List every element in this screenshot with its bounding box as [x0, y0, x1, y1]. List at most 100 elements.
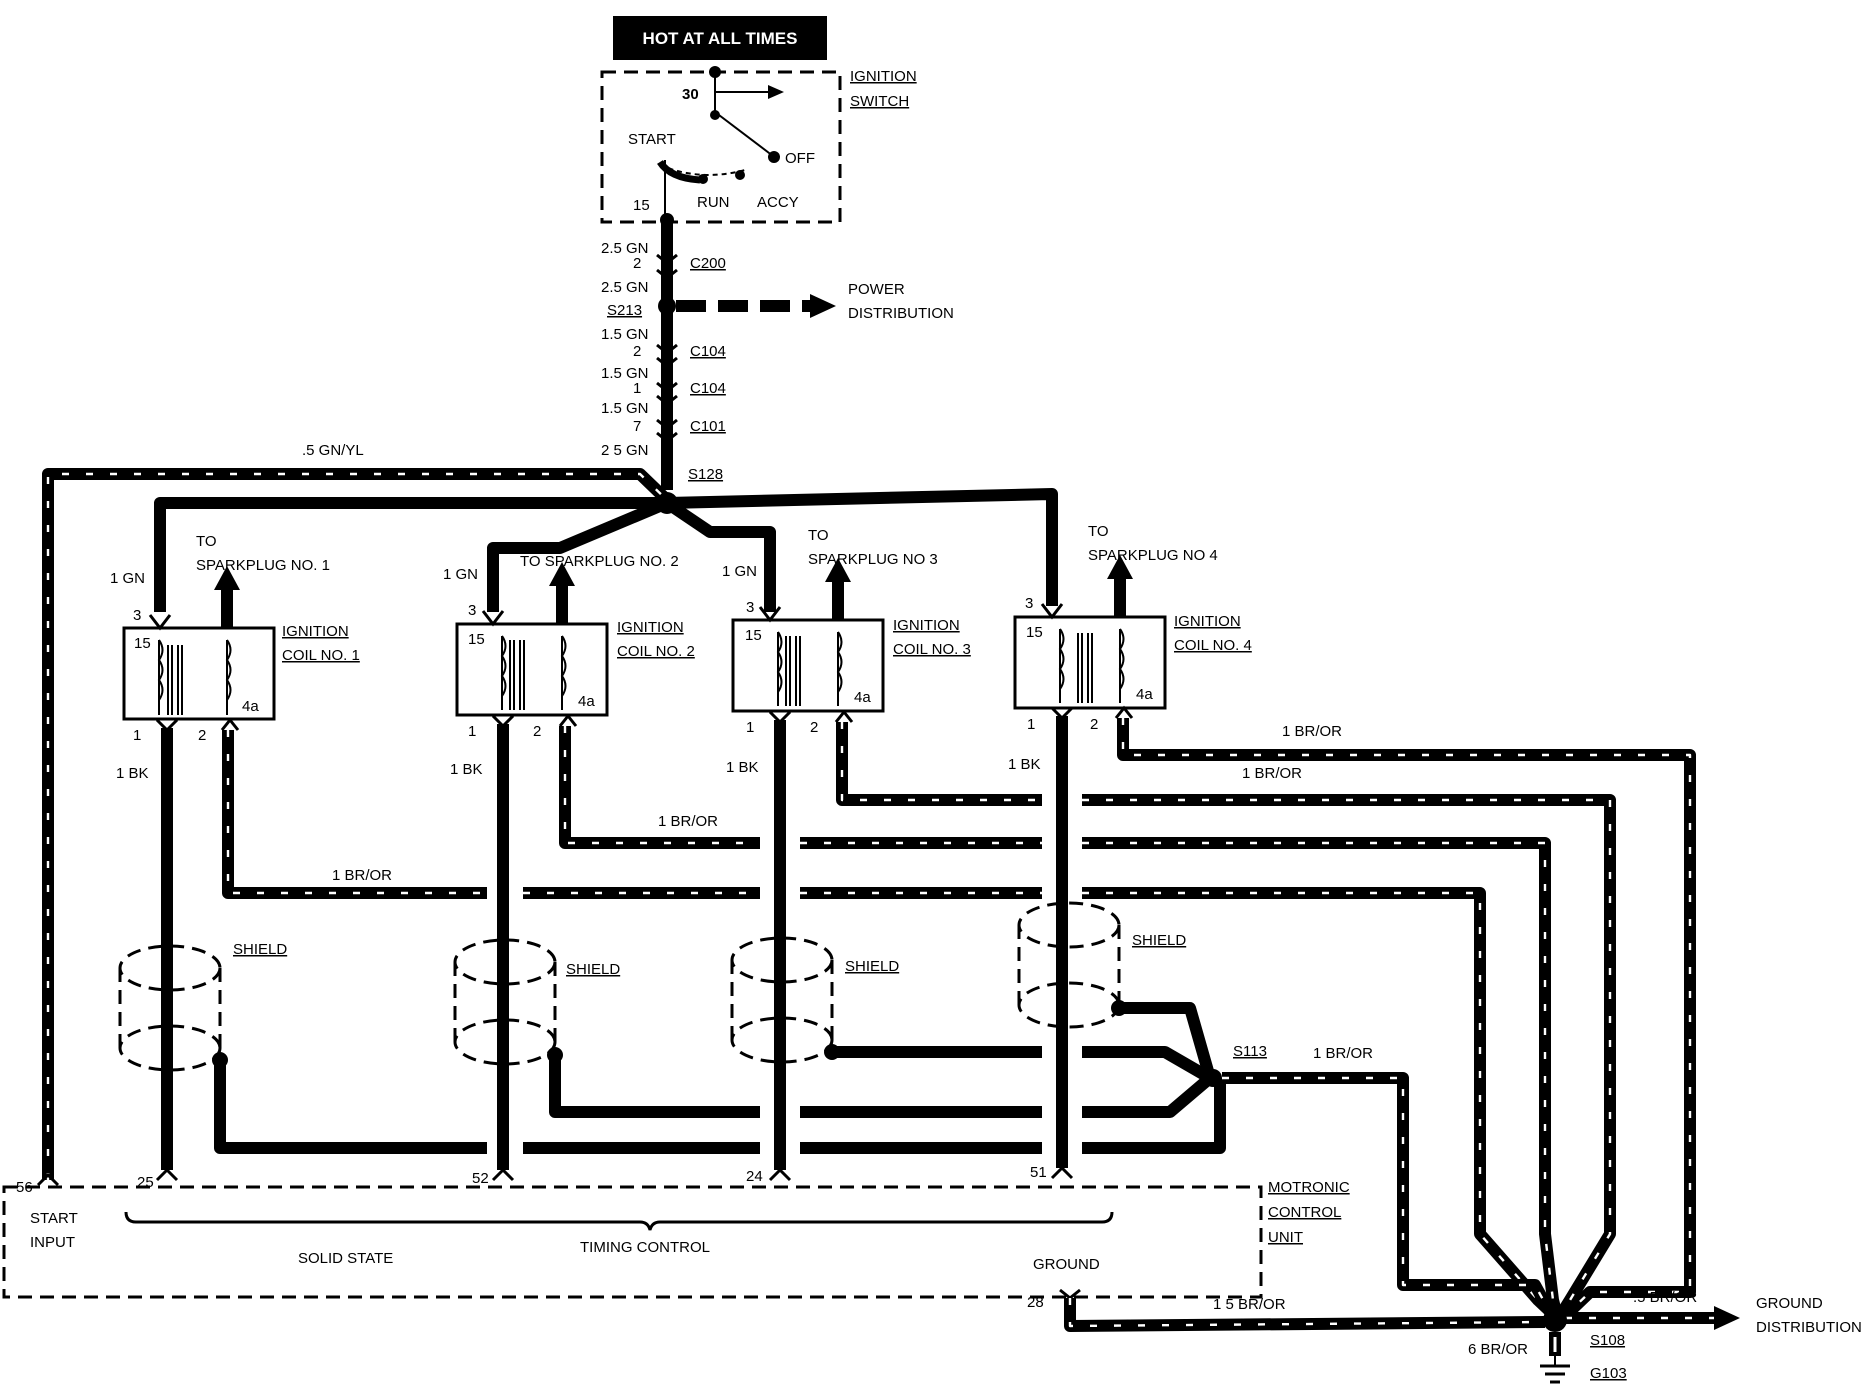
feed-wire-2-label: 2.5 GN: [601, 279, 649, 296]
coil-3-ground-wire: 1 BK: [726, 759, 759, 776]
ignition-coil-1: 3 15 4a 1 2 1 GN TO SPARKPLUG NO. 1 IGNI…: [110, 533, 360, 1182]
feed-wire-5-label: 1.5 GN: [601, 400, 649, 417]
shield-2-label: SHIELD: [566, 961, 620, 978]
coil-1-ground-wire: 1 BK: [116, 765, 149, 782]
shield-4-label: SHIELD: [1132, 932, 1186, 949]
coil-1-return-wire: 1 BR/OR: [332, 867, 392, 884]
ignition-switch-title-2: SWITCH: [850, 93, 909, 110]
ecu-title-2: CONTROL: [1268, 1204, 1341, 1221]
connector-c101: C101: [690, 418, 726, 435]
coil-4-pin2: 2: [1090, 716, 1098, 733]
terminal-15-label: 15: [633, 197, 650, 214]
coil-4-pin15: 15: [1026, 624, 1043, 641]
coil-3-pin15: 15: [745, 627, 762, 644]
ignition-coil-4: 3 15 4a 1 2 TO SPARKPLUG NO 4 IGNITION C…: [1008, 523, 1252, 1180]
shield-3-label: SHIELD: [845, 958, 899, 975]
coil-4-return-wire: 1 BR/OR: [1282, 723, 1342, 740]
ecu-title-1: MOTRONIC: [1268, 1179, 1350, 1196]
ground-network: 1 5 BR/OR .5 BR/OR GROUND DISTRIBUTION 6…: [1059, 1288, 1862, 1384]
off-position-label: OFF: [785, 150, 815, 167]
splice-s128: S128: [688, 466, 723, 483]
coil-3-to-2: SPARKPLUG NO 3: [808, 551, 938, 568]
solid-state-label: SOLID STATE: [298, 1250, 393, 1267]
coil-3-pin1: 1: [746, 719, 754, 736]
coil-4-to-1: TO: [1088, 523, 1109, 540]
feed-pin-c101: 7: [633, 418, 641, 435]
coil-3-pin2: 2: [810, 719, 818, 736]
coil-1-feed-label: 1 GN: [110, 570, 145, 587]
coil-3-pin3: 3: [746, 599, 754, 616]
motronic-control-unit: 56 START INPUT 25 52 24 51 SOLID STATE T…: [2, 1164, 1350, 1311]
accy-position-label: ACCY: [757, 194, 799, 211]
main-feed-wire: 2.5 GN 2 C200 2.5 GN S213 1.5 GN 2 C104 …: [601, 222, 726, 514]
ecu-pin-51: 51: [1030, 1164, 1047, 1181]
coil-2-pin1: 1: [468, 723, 476, 740]
shield-2: SHIELD: [453, 938, 620, 1066]
hot-at-all-times-banner: HOT AT ALL TIMES: [613, 16, 827, 60]
coil-1-pin4a: 4a: [242, 698, 259, 715]
start-position-label: START: [628, 131, 676, 148]
coil-2-ground-wire: 1 BK: [450, 761, 483, 778]
connector-c104-b: C104: [690, 380, 726, 397]
ignition-switch-title-1: IGNITION: [850, 68, 917, 85]
power-distribution-label-2: DISTRIBUTION: [848, 305, 954, 322]
coil-2-return-wire: 1 BR/OR: [658, 813, 718, 830]
coil-1-pin15: 15: [134, 635, 151, 652]
shield-drain-wires: S113 1 BR/OR: [214, 1002, 1558, 1319]
coil-1-to-1: TO: [196, 533, 217, 550]
shield-1: SHIELD: [118, 941, 287, 1072]
coil-3-title-1: IGNITION: [893, 617, 960, 634]
coil-2-to-2: TO SPARKPLUG NO. 2: [520, 553, 679, 570]
coil-3-title-2: COIL NO. 3: [893, 641, 971, 658]
coil-4-pin3: 3: [1025, 595, 1033, 612]
ground-wire-out-label: .5 BR/OR: [1633, 1289, 1697, 1306]
coil-1-title-1: IGNITION: [282, 623, 349, 640]
coil-3-pin4a: 4a: [854, 689, 871, 706]
coil-1-title-2: COIL NO. 1: [282, 647, 360, 664]
coil-2-title-1: IGNITION: [617, 619, 684, 636]
feed-pin-c200: 2: [633, 255, 641, 272]
coil-4-title-1: IGNITION: [1174, 613, 1241, 630]
coil-1-to-2: SPARKPLUG NO. 1: [196, 557, 330, 574]
terminal-30-label: 30: [682, 86, 699, 103]
ecu-pin-24: 24: [746, 1168, 763, 1185]
feed-wire-1-label: 2.5 GN: [601, 240, 649, 257]
feed-pin-c104-b: 1: [633, 380, 641, 397]
coil-1-pin1: 1: [133, 727, 141, 744]
coil-2-pin4a: 4a: [578, 693, 595, 710]
start-input-label-2: INPUT: [30, 1234, 75, 1251]
ecu-title-3: UNIT: [1268, 1229, 1303, 1246]
start-input-wire: .5 GN/YL: [36, 442, 672, 1187]
coil-4-title-2: COIL NO. 4: [1174, 637, 1252, 654]
coil-4-pin1: 1: [1027, 716, 1035, 733]
ground-wire-28-label: 1 5 BR/OR: [1213, 1296, 1286, 1313]
ground-distribution-label-1: GROUND: [1756, 1295, 1823, 1312]
splice-s113: S113: [1233, 1043, 1267, 1060]
power-distribution-branch: POWER DISTRIBUTION: [676, 281, 954, 322]
coil-2-feed-label: 1 GN: [443, 566, 478, 583]
feed-wire-3-label: 1.5 GN: [601, 326, 649, 343]
connector-c104-a: C104: [690, 343, 726, 360]
ignition-coil-3: 3 15 4a 1 2 1 GN TO SPARKPLUG NO 3 IGNIT…: [722, 527, 971, 1182]
ignition-coil-2: 3 15 4a 1 2 1 GN TO SPARKPLUG NO. 2 IGNI…: [443, 553, 695, 1182]
ground-label: GROUND: [1033, 1256, 1100, 1273]
power-distribution-label-1: POWER: [848, 281, 905, 298]
ecu-pin-25: 25: [137, 1174, 154, 1191]
banner-text: HOT AT ALL TIMES: [643, 29, 798, 48]
shield-1-label: SHIELD: [233, 941, 287, 958]
start-input-label-1: START: [30, 1210, 78, 1227]
feed-pin-c104-a: 2: [633, 343, 641, 360]
coil-2-pin2: 2: [533, 723, 541, 740]
coil-2-pin15: 15: [468, 631, 485, 648]
coil-2-pin3: 3: [468, 602, 476, 619]
ground-distribution-label-2: DISTRIBUTION: [1756, 1319, 1862, 1336]
ecu-pin-52: 52: [472, 1170, 489, 1187]
coil-1-pin2: 2: [198, 727, 206, 744]
ground-point-g103: G103: [1590, 1365, 1627, 1382]
coil-3-feed-label: 1 GN: [722, 563, 757, 580]
connector-c200: C200: [690, 255, 726, 272]
splice-s213: S213: [607, 302, 642, 319]
coil-4-pin4a: 4a: [1136, 686, 1153, 703]
coil-2-title-2: COIL NO. 2: [617, 643, 695, 660]
